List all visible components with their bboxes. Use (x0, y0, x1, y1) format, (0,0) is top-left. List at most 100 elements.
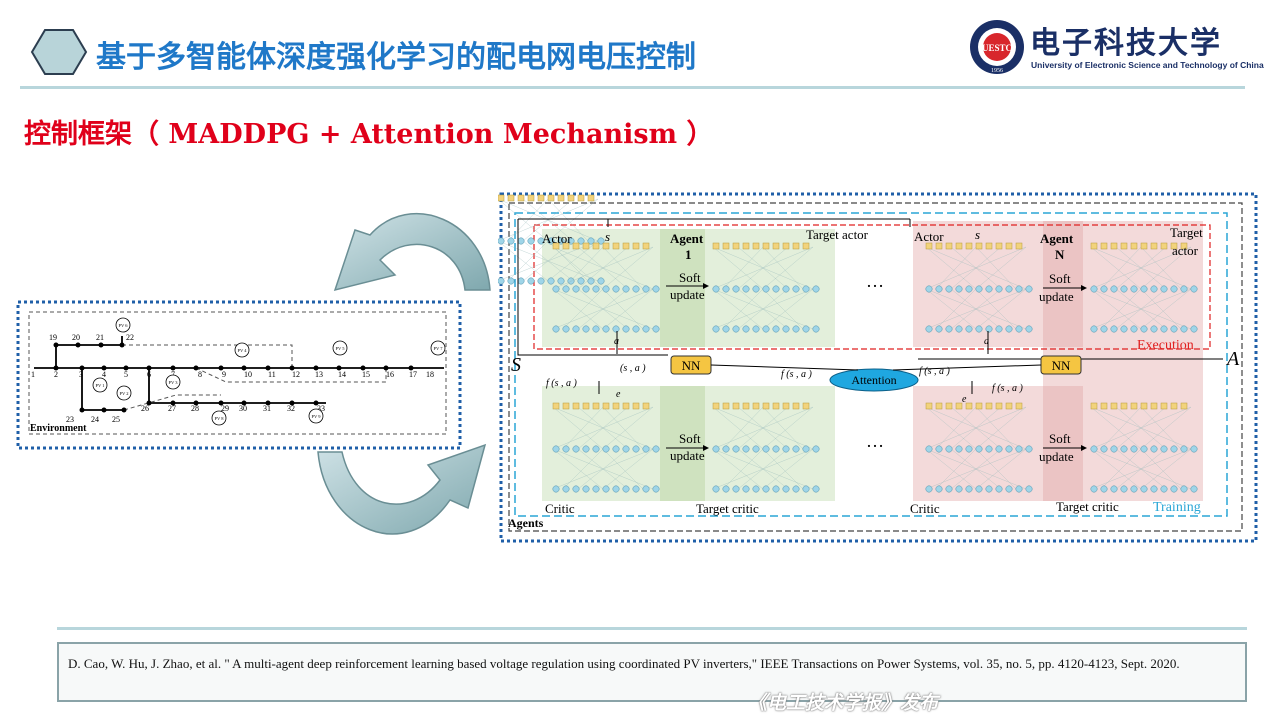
svg-text:7: 7 (171, 370, 175, 379)
svg-text:6: 6 (147, 370, 151, 379)
action-label-N: a (984, 336, 989, 347)
svg-text:32: 32 (287, 404, 295, 413)
svg-text:14: 14 (338, 370, 346, 379)
target-critic-label-1: Target critic (696, 501, 759, 516)
header-divider (20, 86, 1245, 89)
svg-text:PV 8: PV 8 (214, 416, 224, 421)
f-in-label-1: f (s , a ) (546, 378, 578, 389)
svg-text:31: 31 (263, 404, 271, 413)
actor-label-1: Actor (542, 231, 572, 246)
svg-text:PV 9: PV 9 (311, 414, 321, 419)
soft-update-Nd: update (1039, 449, 1074, 464)
svg-text:PV 4: PV 4 (237, 348, 247, 353)
svg-text:16: 16 (386, 370, 394, 379)
svg-text:22: 22 (126, 333, 134, 342)
university-name-en: University of Electronic Science and Tec… (1031, 60, 1264, 70)
citation-box: D. Cao, W. Hu, J. Zhao, et al. " A multi… (57, 642, 1247, 702)
e-label-N: e (962, 394, 967, 405)
soft-update-Nc: Soft (1049, 431, 1071, 446)
target-actor-label-N2: actor (1172, 243, 1199, 258)
svg-text:26: 26 (141, 404, 149, 413)
svg-text:9: 9 (222, 370, 226, 379)
attention-node: Attention (851, 373, 896, 387)
svg-text:PV 7: PV 7 (433, 346, 443, 351)
critic-label-1: Critic (545, 501, 575, 516)
svg-text:1: 1 (31, 370, 35, 379)
footer-divider (57, 627, 1247, 630)
pv-units (92, 317, 446, 426)
arrow-upper (333, 212, 491, 292)
citation-text: D. Cao, W. Hu, J. Zhao, et al. " A multi… (68, 656, 1180, 671)
svg-text:PV 3: PV 3 (168, 380, 178, 385)
target-actor-label-1: Target actor (806, 227, 869, 242)
svg-text:10: 10 (244, 370, 252, 379)
svg-text:PV 5: PV 5 (335, 346, 345, 351)
svg-text:19: 19 (49, 333, 57, 342)
svg-text:8: 8 (198, 370, 202, 379)
actor-label-N: Actor (914, 229, 944, 244)
environment-network: 1 2 3 4 5 6 7 8 9 10 11 12 13 14 15 16 1… (16, 300, 462, 450)
f-out-label-N: f (s , a ) (992, 383, 1024, 394)
university-name-cn: 电子科技大学 (1030, 26, 1222, 61)
svg-text:4: 4 (102, 370, 106, 379)
environment-label: Environment (30, 423, 87, 434)
svg-text:PV 1: PV 1 (95, 383, 104, 388)
svg-text:PV 6: PV 6 (118, 323, 128, 328)
pv-labels: PV 1 PV 2 PV 3 PV 4 PV 5 PV 6 PV 7 PV 8 … (95, 323, 443, 421)
bus-labels: 1 2 3 4 5 6 7 8 9 10 11 12 13 14 15 16 1… (31, 333, 434, 424)
critic-label-N: Critic (910, 501, 940, 516)
svg-text:18: 18 (426, 370, 434, 379)
agents-label: Agents (508, 516, 544, 530)
target-critic-label-N: Target critic (1056, 499, 1119, 514)
agentN-name: Agent (1040, 231, 1074, 246)
logo-text: UESTC (982, 43, 1012, 53)
cycle-arrows (317, 212, 491, 535)
svg-text:3: 3 (79, 370, 83, 379)
svg-text:28: 28 (191, 404, 199, 413)
nn-box-agent1: NN (682, 358, 701, 373)
svg-text:2: 2 (54, 370, 58, 379)
agent1-index: 1 (685, 247, 692, 262)
f-out-label-1: f (s , a ) (781, 369, 813, 380)
logo-year: 1956 (991, 68, 1003, 74)
action-label-1: a (614, 336, 619, 347)
svg-text:30: 30 (239, 404, 247, 413)
svg-text:11: 11 (268, 370, 276, 379)
svg-text:29: 29 (221, 404, 229, 413)
svg-text:21: 21 (96, 333, 104, 342)
arrow-lower (317, 443, 487, 535)
svg-text:12: 12 (292, 370, 300, 379)
ellipsis-top: … (866, 271, 884, 291)
svg-text:33: 33 (317, 404, 325, 413)
university-logo: UESTC 1956 (970, 20, 1024, 74)
svg-text:25: 25 (112, 415, 120, 424)
hexagon-icon (30, 29, 88, 75)
svg-text:17: 17 (409, 370, 417, 379)
pair-label-1: (s , a ) (620, 363, 646, 374)
nn-box-agentN: NN (1052, 358, 1071, 373)
svg-text:20: 20 (72, 333, 80, 342)
obs-label-1: s (605, 229, 610, 244)
svg-text:23: 23 (66, 415, 74, 424)
agentN-index: N (1055, 247, 1065, 262)
f-in-label-N: f (s , a ) (919, 366, 951, 377)
page-title: 基于多智能体深度强化学习的配电网电压控制 (96, 40, 696, 75)
ellipsis-bottom: … (866, 431, 884, 451)
svg-text:24: 24 (91, 415, 99, 424)
target-actor-label-N1: Target (1170, 225, 1203, 240)
svg-text:5: 5 (124, 370, 128, 379)
soft-update-1d: update (670, 448, 705, 463)
framework-diagram: NN NN Attention Actor s Agent 1 Target a… (498, 192, 1258, 543)
state-label: S (511, 354, 521, 376)
action-set-label: A (1225, 348, 1240, 370)
svg-text:15: 15 (362, 370, 370, 379)
soft-update-Nb: update (1039, 289, 1074, 304)
svg-text:27: 27 (168, 404, 176, 413)
svg-text:PV 2: PV 2 (119, 391, 128, 396)
watermark: 《电工技术学报》发布 (748, 692, 939, 714)
svg-text:13: 13 (315, 370, 323, 379)
obs-label-N: s (975, 227, 980, 242)
training-label: Training (1153, 500, 1201, 515)
section-subtitle: 控制框架（ MADDPG + Attention Mechanism ） (24, 119, 714, 150)
soft-update-1c: Soft (679, 431, 701, 446)
